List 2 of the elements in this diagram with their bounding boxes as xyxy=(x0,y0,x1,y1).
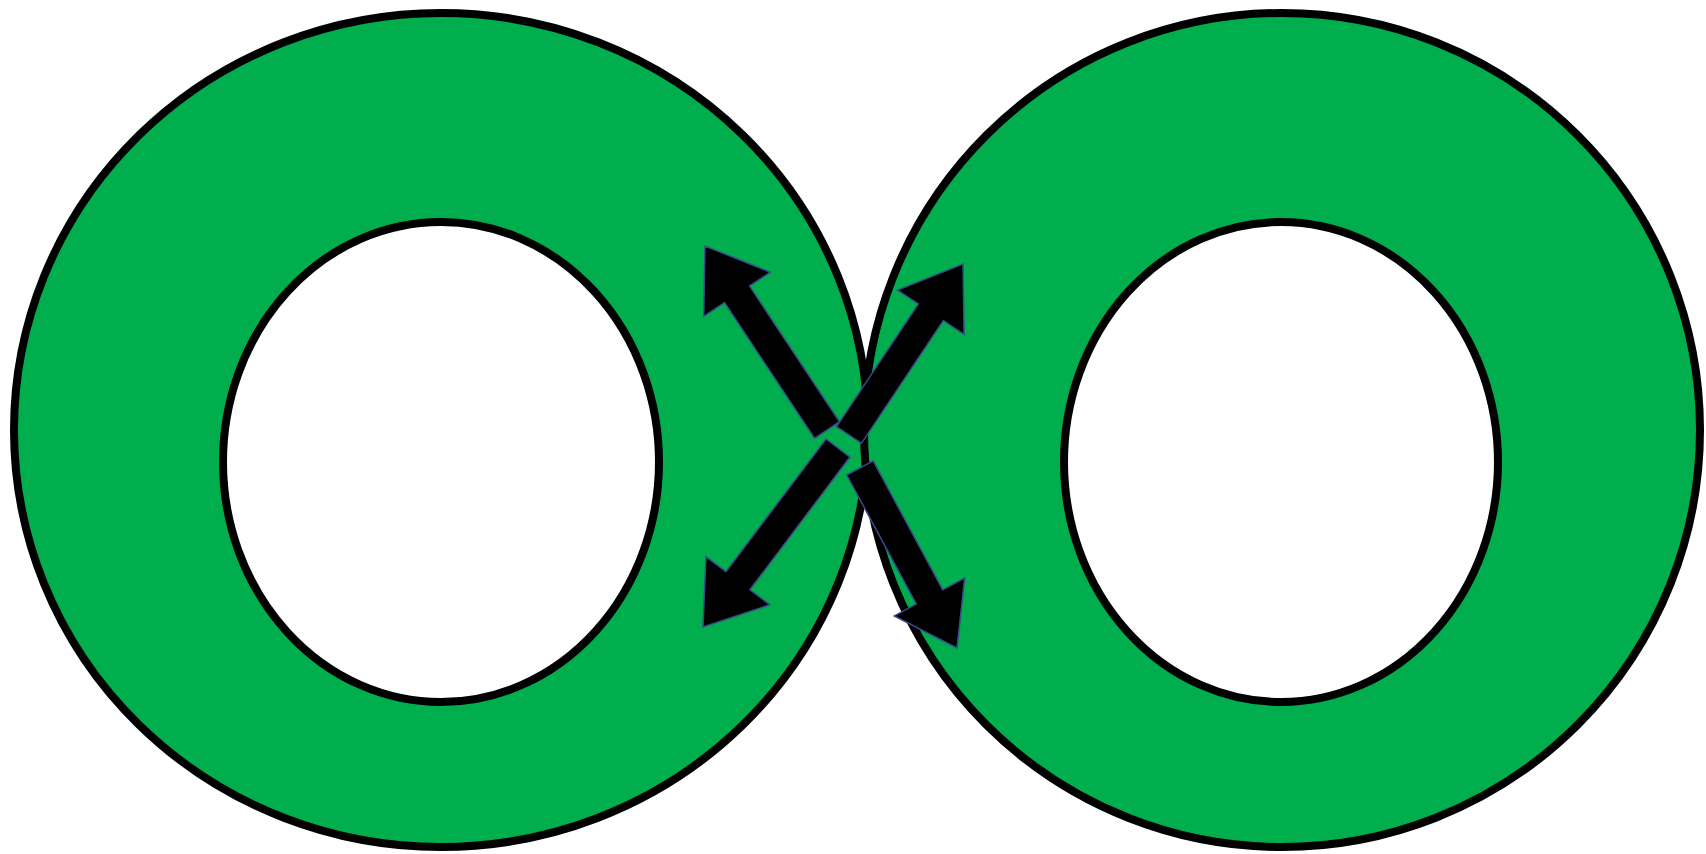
block-arrow xyxy=(835,262,965,445)
block-arrow xyxy=(845,459,966,650)
